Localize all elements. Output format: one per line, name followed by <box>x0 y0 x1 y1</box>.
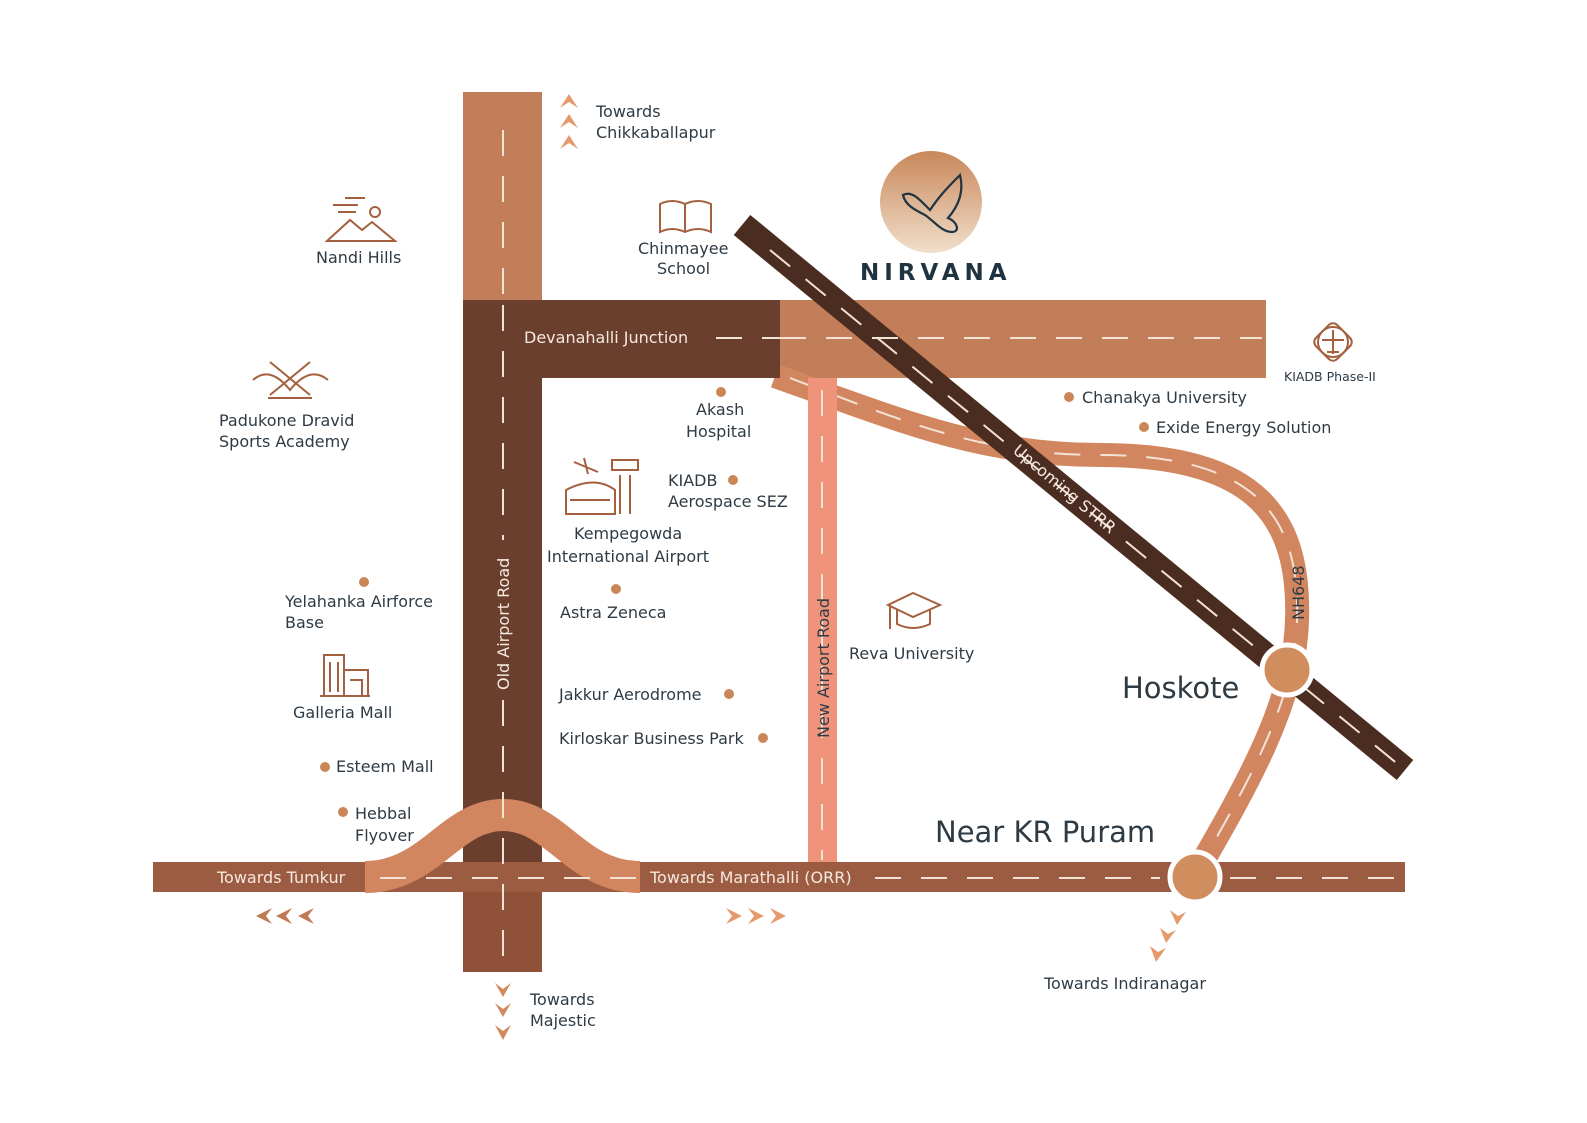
padukone-label-2: Sports Academy <box>219 432 350 451</box>
esteem-dot <box>320 762 330 772</box>
yelahanka-dot <box>359 577 369 587</box>
airport-label-1: Kempegowda <box>574 524 682 543</box>
north-arrows-icon <box>560 94 578 149</box>
hebbal-label-1: Hebbal <box>355 804 411 823</box>
akash-label-2: Hospital <box>686 422 751 441</box>
kr-puram-node <box>1167 849 1223 905</box>
kirloskar-label: Kirloskar Business Park <box>559 729 744 748</box>
esteem-label: Esteem Mall <box>336 757 434 776</box>
dove-logo-icon <box>901 172 963 234</box>
padukone-label-1: Padukone Dravid <box>219 411 354 430</box>
mountain-icon <box>324 197 398 242</box>
kr-puram-label: Near KR Puram <box>935 815 1155 849</box>
airport-label-2: International Airport <box>547 547 709 566</box>
nandi-hills-label: Nandi Hills <box>316 248 401 267</box>
southwest-arrows-icon <box>1150 910 1186 962</box>
south-arrows-icon <box>495 983 511 1040</box>
chanakya-dot <box>1064 392 1074 402</box>
akash-label-1: Akash <box>696 400 744 419</box>
roads <box>153 92 1414 972</box>
exide-dot <box>1139 422 1149 432</box>
graduation-cap-icon <box>885 591 943 629</box>
sports-trophy-icon <box>252 361 329 399</box>
kiadb-sez-label-1: KIADB <box>668 471 717 490</box>
hebbal-dot <box>338 807 348 817</box>
mall-building-icon <box>320 654 370 697</box>
north-direction-1: Towards <box>595 102 661 121</box>
indiranagar-direction: Towards Indiranagar <box>1043 974 1206 993</box>
jakkur-dot <box>724 689 734 699</box>
west-arrows-icon <box>256 908 314 924</box>
brand-name: NIRVANA <box>860 260 1012 286</box>
airport-icon <box>565 457 639 515</box>
galleria-label: Galleria Mall <box>293 703 392 722</box>
hebbal-label-2: Flyover <box>355 826 414 845</box>
tumkur-label: Towards Tumkur <box>216 868 346 887</box>
yelahanka-label-1: Yelahanka Airforce <box>284 592 433 611</box>
reva-label: Reva University <box>849 644 974 663</box>
astra-dot <box>611 584 621 594</box>
old-airport-road-label: Old Airport Road <box>494 558 513 690</box>
east-arrows-icon <box>726 908 786 924</box>
chinmayee-label-2: School <box>657 259 710 278</box>
kiadb-sez-label-2: Aerospace SEZ <box>668 492 788 511</box>
south-direction-2: Majestic <box>530 1011 596 1030</box>
nirvana-logo: NIRVANA <box>860 151 1012 286</box>
aerospace-emblem-icon <box>1313 322 1353 362</box>
north-direction-2: Chikkaballapur <box>596 123 716 142</box>
chinmayee-label-1: Chinmayee <box>638 239 728 258</box>
kirloskar-dot <box>758 733 768 743</box>
junction-label: Devanahalli Junction <box>524 328 688 347</box>
akash-dot <box>716 387 726 397</box>
book-icon <box>659 200 712 234</box>
chanakya-label: Chanakya University <box>1082 388 1247 407</box>
hoskote-node <box>1259 642 1315 698</box>
yelahanka-label-2: Base <box>285 613 324 632</box>
south-direction-1: Towards <box>529 990 595 1009</box>
kiadb-sez-dot <box>728 475 738 485</box>
jakkur-label: Jakkur Aerodrome <box>558 685 702 704</box>
orr-label: Towards Marathalli (ORR) <box>649 868 852 887</box>
astra-label: Astra Zeneca <box>560 603 666 622</box>
kiadb-phase2-label: KIADB Phase-II <box>1284 369 1376 384</box>
new-airport-road-label: New Airport Road <box>814 598 833 738</box>
exide-label: Exide Energy Solution <box>1156 418 1331 437</box>
hoskote-label: Hoskote <box>1122 671 1239 705</box>
nh648-label: NH648 <box>1289 565 1308 620</box>
